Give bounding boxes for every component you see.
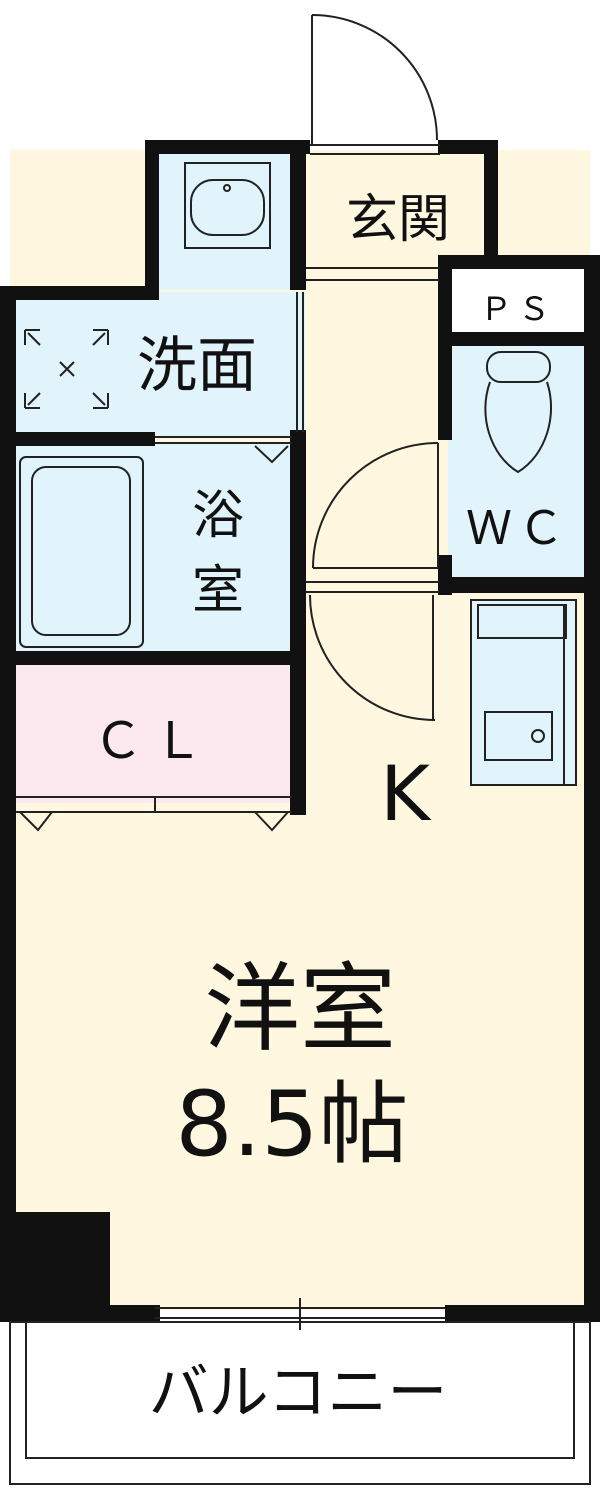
wall-right [584, 255, 600, 1322]
wc-fill [448, 340, 588, 580]
wall-core-right [290, 150, 306, 290]
senmen-fill [155, 150, 305, 290]
wall-genkan-right [484, 140, 498, 265]
closet-hinge-left [19, 811, 53, 832]
ps-fill [448, 265, 588, 335]
entrance-door-swing [311, 14, 438, 141]
room-labels: 玄関 ＰＳ 洗面 ＷＣ 浴 室 ＣＬ K 洋室 8.5帖 バルコニー [93, 190, 570, 1428]
washing-machine-pan-icon [24, 329, 109, 409]
closet-fill [10, 663, 305, 803]
kitchen-label: K [380, 749, 432, 838]
wall-left [0, 286, 16, 1322]
closet-hinge-right [254, 811, 289, 832]
wall-senmen-left-upper [145, 140, 159, 300]
kitchen-counter-icon [470, 599, 577, 786]
yoku-label-top: 浴 [192, 486, 244, 546]
yoku-label-bottom: 室 [192, 561, 244, 621]
wall-senmen-bath [10, 432, 155, 446]
western-room-label: 洋室 [204, 953, 396, 1065]
kitchen-counter-fill [471, 600, 576, 785]
senmen-fill-lower [10, 292, 305, 437]
wall-senmen-top [145, 140, 310, 154]
wall-left-top [0, 286, 159, 300]
washbasin-icon [184, 162, 271, 249]
wall-bath-closet [10, 651, 306, 665]
closet-label: ＣＬ [93, 712, 213, 770]
wall-ps-top [438, 255, 600, 269]
wall-wc-left [438, 255, 452, 440]
wc-label: ＷＣ [466, 501, 570, 555]
western-room-size: 8.5帖 [175, 1072, 408, 1177]
wc-door-swing [312, 442, 439, 569]
bath-fill [10, 443, 305, 655]
wall-wc-bottom [438, 577, 600, 593]
balcony-inner [25, 1321, 575, 1459]
wall-core-right-mid [290, 430, 306, 815]
bath-hinge [254, 445, 289, 464]
ps-label: ＰＳ [480, 290, 556, 328]
balcony-label: バルコニー [149, 1358, 448, 1428]
partitions [16, 14, 445, 1330]
hall-door-swing [309, 594, 436, 721]
pillar [0, 1212, 110, 1317]
bathtub-icon [19, 456, 144, 648]
toilet-icon [484, 351, 553, 474]
wall-ps-bottom [438, 332, 600, 346]
walls [0, 140, 600, 1322]
senmen-label: 洗面 [137, 331, 257, 401]
balcony [9, 1321, 591, 1485]
wall-genkan-right-top [438, 140, 498, 154]
wall-bottom-right [445, 1305, 600, 1321]
genkan-label: 玄関 [346, 190, 450, 250]
